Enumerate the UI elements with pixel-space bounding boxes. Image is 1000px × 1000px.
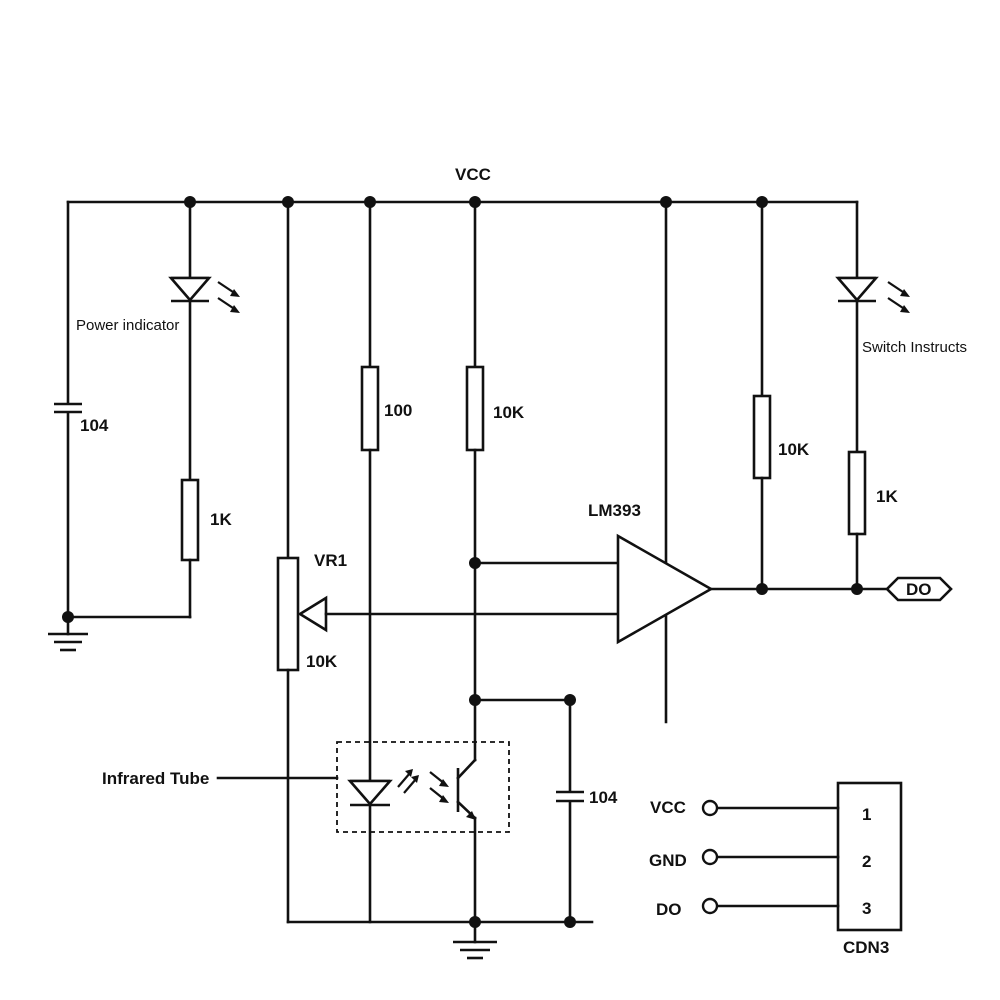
resistor-100: [360, 200, 380, 782]
do-port-symbol: [885, 576, 953, 602]
connector-pin-number-2: 2: [862, 852, 871, 871]
resistor-1k-left: [180, 478, 200, 619]
resistor-10k-right: [752, 200, 772, 591]
connector-name-label: CDN3: [843, 938, 889, 957]
connector-pin-number-1: 1: [862, 805, 871, 824]
vcc-rail-label: VCC: [455, 165, 491, 184]
do-port-label: DO: [906, 580, 932, 599]
resistor-10k-mid-label: 10K: [493, 403, 525, 422]
connector-pin-label-gnd: GND: [649, 851, 687, 870]
resistor-1k-right: [847, 450, 867, 591]
potentiometer-vr1-label: VR1: [314, 551, 347, 570]
infrared-tube-box: [216, 741, 510, 833]
power-indicator-led: [168, 200, 240, 482]
junction-dots: [62, 196, 863, 928]
resistor-10k-mid: [465, 200, 485, 762]
ground-bus-bottom: [286, 920, 594, 944]
capacitor-104-right: [473, 698, 584, 924]
capacitor-104-left: [54, 200, 82, 619]
resistor-100-label: 100: [384, 401, 412, 420]
phototransistor: [429, 758, 477, 924]
potentiometer-value-label: 10K: [306, 652, 338, 671]
comparator-lm393: [616, 200, 714, 724]
switch-indicator-led: [835, 200, 910, 454]
connector-pin-label-do: DO: [656, 900, 682, 919]
ground-symbol-bottom: [453, 940, 497, 960]
comparator-label: LM393: [588, 501, 641, 520]
comparator-input-wires: [324, 561, 620, 616]
ground-symbol-left: [48, 632, 88, 652]
capacitor-104-left-label: 104: [80, 416, 109, 435]
power-indicator-label: Power indicator: [76, 317, 179, 334]
infrared-tube-label: Infrared Tube: [102, 769, 209, 788]
connector-cdn3: [701, 781, 903, 932]
ground-left-wire: [66, 615, 192, 636]
resistor-1k-right-label: 1K: [876, 487, 898, 506]
capacitor-104-right-label: 104: [589, 788, 618, 807]
potentiometer-vr1: [276, 200, 328, 924]
connector-pin-number-3: 3: [862, 899, 871, 918]
infrared-emitter-led: [347, 769, 419, 924]
switch-instructs-label: Switch Instructs: [862, 339, 967, 356]
resistor-10k-right-label: 10K: [778, 440, 810, 459]
connector-pin-label-vcc: VCC: [650, 798, 686, 817]
resistor-1k-left-label: 1K: [210, 510, 232, 529]
